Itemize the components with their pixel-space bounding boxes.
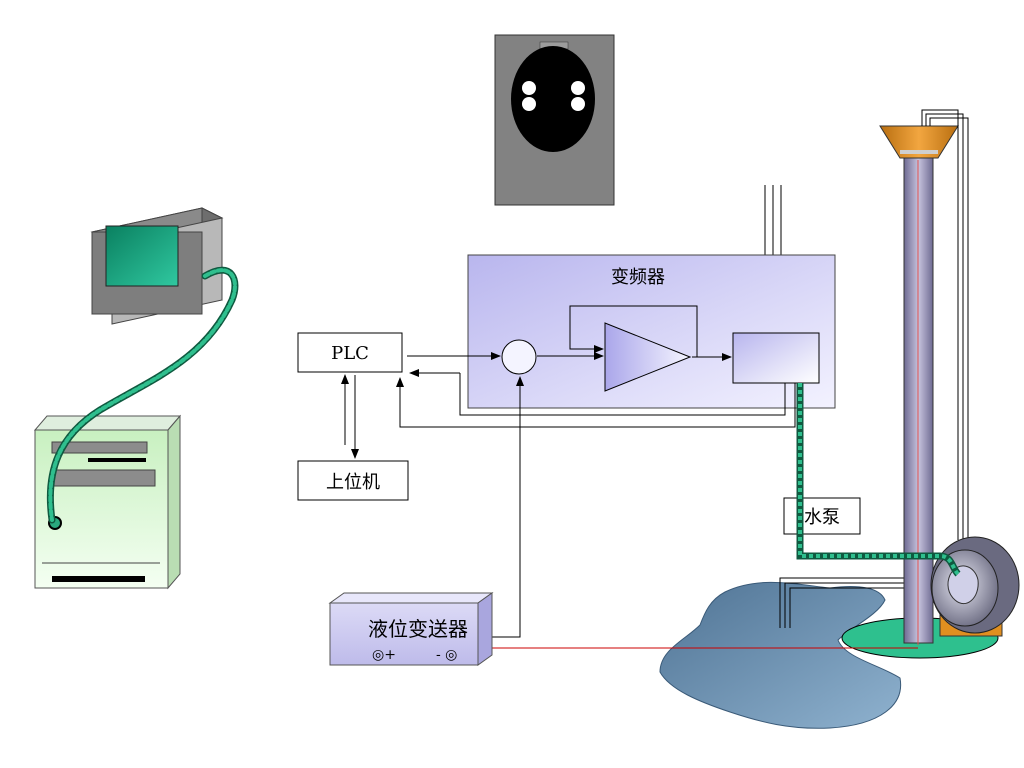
water-pool: [659, 581, 902, 729]
monitor-screen: [105, 225, 179, 287]
signal-arrows: [341, 345, 796, 638]
vfd-label: 变频器: [611, 267, 665, 288]
control-cabinet: [33, 414, 182, 590]
plc-label: PLC: [331, 343, 369, 364]
pump-motor: [930, 536, 1020, 637]
level-transmitter-label: 液位变送器: [368, 617, 468, 641]
motor-cable: [796, 383, 961, 577]
monitor: [90, 207, 224, 325]
return-pipe: [921, 109, 969, 540]
summing-junction: [501, 339, 537, 375]
vfd-keypad-device: [494, 34, 615, 206]
tank-funnel: [879, 125, 959, 159]
vfd-output-block: [732, 332, 820, 384]
pump-label-box: 水泵: [783, 497, 861, 535]
vfd-block: 变频器: [467, 254, 836, 409]
plc-box: PLC: [297, 332, 403, 373]
terminal-minus-label: - ◎: [436, 647, 457, 663]
pump-label: 水泵: [804, 507, 840, 528]
host-computer-box: 上位机: [297, 460, 409, 501]
amplifier-icon: [604, 322, 692, 392]
level-transmitter: 液位变送器 ◎+ - ◎: [328, 592, 494, 666]
intake-pipe: [779, 577, 905, 628]
host-label: 上位机: [326, 472, 380, 493]
terminal-plus-label: ◎+: [372, 647, 396, 663]
